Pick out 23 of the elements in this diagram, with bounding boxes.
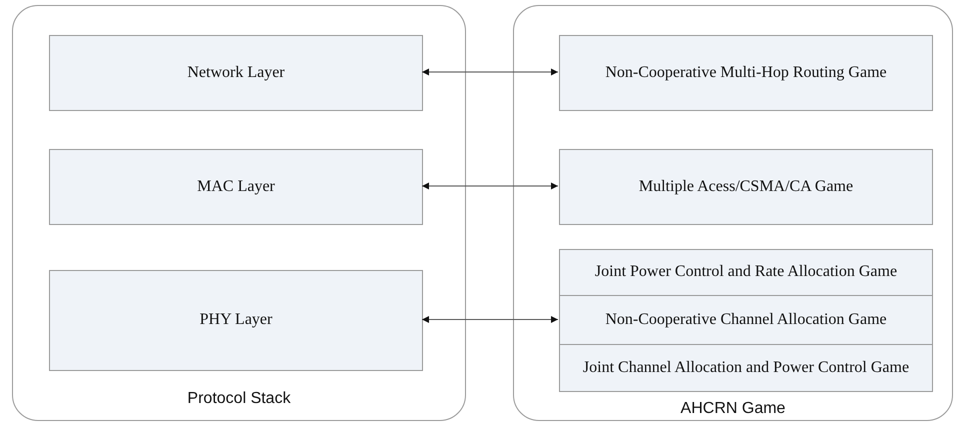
process-box (49, 270, 423, 371)
process-box (49, 149, 423, 225)
box-label: Non-Cooperative Channel Allocation Game (605, 310, 887, 330)
process-box (49, 35, 423, 111)
box-label: Joint Channel Allocation and Power Control Game (582, 358, 910, 378)
process-box (559, 149, 933, 225)
process-box (559, 344, 933, 392)
group-label: Protocol Stack (186, 390, 292, 408)
box-label: MAC Layer (197, 178, 275, 196)
double-arrow (422, 182, 558, 190)
process-box (559, 35, 933, 111)
process-box (559, 249, 933, 296)
group-panel (513, 5, 953, 421)
group-label: AHCRN Game (680, 400, 786, 418)
double-arrow (422, 68, 558, 76)
box-label: Network Layer (187, 64, 285, 82)
box-label: Joint Power Control and Rate Allocation Game (594, 263, 898, 282)
box-label: Multiple Acess/CSMA/CA Game (638, 178, 854, 196)
double-arrow (422, 316, 558, 323)
process-box (559, 295, 933, 345)
box-label: Non-Cooperative Multi-Hop Routing Game (605, 64, 887, 82)
box-label: PHY Layer (200, 311, 272, 330)
group-panel (12, 5, 466, 421)
